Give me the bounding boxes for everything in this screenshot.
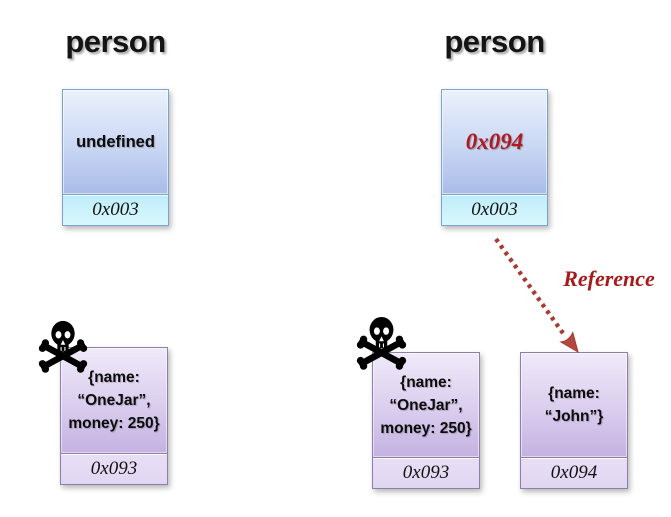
object-literal-line: “OneJar”, [77, 392, 151, 409]
variable-box-right: 0x094 0x003 [441, 89, 548, 226]
reference-arrow-label: Reference [563, 266, 655, 291]
memory-address-strip: 0x094 [521, 457, 627, 488]
memory-address: 0x094 [550, 462, 598, 483]
object-box-dead-left: {name: “OneJar”, money: 250} 0x093 [60, 347, 168, 485]
skull-crossbones-icon [356, 316, 407, 370]
object-literal-line: {name: [548, 385, 600, 402]
object-literal-cell: {name: “OneJar”, money: 250} [61, 348, 167, 453]
variable-value-cell: undefined [63, 90, 168, 194]
object-literal-line: “OneJar”, [389, 396, 463, 414]
object-literal-line: money: 250} [68, 415, 160, 432]
memory-address-strip: 0x003 [63, 194, 168, 225]
variable-pointer-value: 0x094 [465, 129, 524, 154]
object-literal-cell: {name: “OneJar”, money: 250} [373, 353, 479, 457]
memory-address-strip: 0x093 [373, 457, 479, 488]
object-box-live: {name: “John”} 0x094 [520, 352, 628, 489]
object-literal-line: {name: [88, 369, 140, 386]
memory-address-strip: 0x003 [442, 194, 547, 225]
memory-address: 0x003 [471, 199, 518, 220]
variable-name-right: person [444, 24, 545, 59]
variable-value-cell: 0x094 [442, 90, 547, 194]
object-literal-line: “John”} [544, 408, 604, 425]
memory-address-strip: 0x093 [61, 453, 167, 484]
variable-box-left: undefined 0x003 [62, 89, 169, 226]
object-literal-line: money: 250} [380, 419, 472, 437]
object-box-dead-right: {name: “OneJar”, money: 250} 0x093 [372, 352, 480, 489]
object-literal-cell: {name: “John”} [521, 353, 627, 457]
skull-crossbones-icon [38, 320, 88, 373]
memory-address: 0x093 [90, 458, 138, 479]
memory-address: 0x093 [402, 462, 450, 483]
variable-value: undefined [76, 132, 155, 151]
variable-name-left: person [65, 24, 166, 59]
memory-address: 0x003 [92, 199, 139, 220]
object-literal-line: {name: [400, 373, 452, 391]
